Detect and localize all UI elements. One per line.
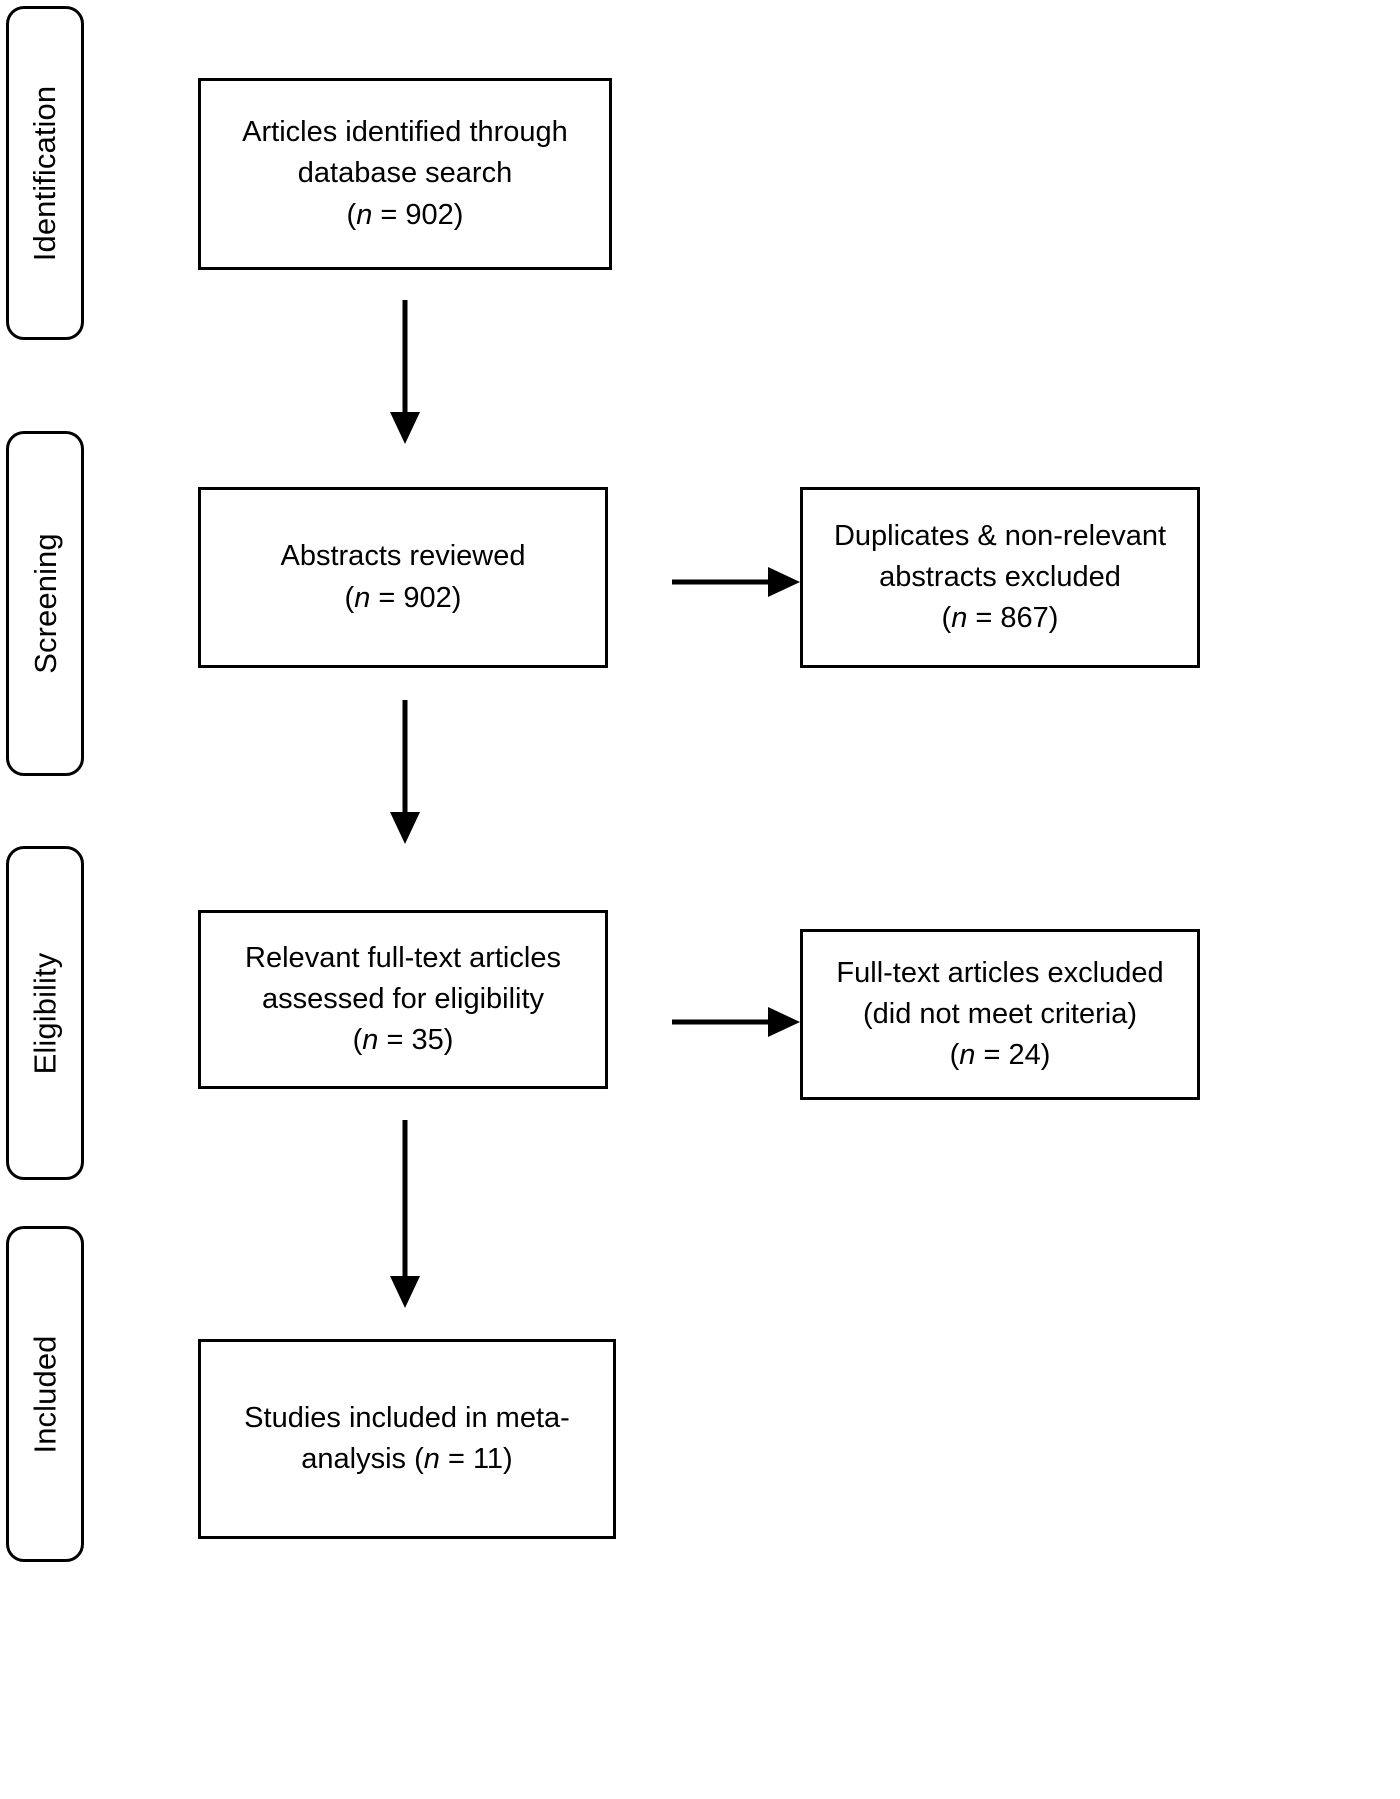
arrow-fulltext-to-included (383, 1120, 427, 1310)
box-excluded-fulltext-line1: Full-text articles excluded (836, 956, 1164, 989)
n-symbol: n (356, 198, 373, 231)
box-excluded-fulltext-line2: (did not meet criteria) (863, 997, 1137, 1030)
box-included-studies: Studies included in meta- analysis (n = … (198, 1339, 616, 1539)
box-articles-identified-line2: database search (297, 157, 513, 190)
stage-label-eligibility: Eligibility (6, 846, 84, 1180)
arrow-abstracts-to-fulltext (383, 700, 427, 846)
n-value: = 902) (370, 581, 462, 614)
paren-open: ( (346, 198, 357, 231)
stage-label-eligibility-text: Eligibility (27, 952, 63, 1074)
n-value: = 902) (372, 198, 464, 231)
stage-label-included-text: Included (27, 1334, 63, 1454)
n-symbol: n (362, 1024, 379, 1057)
box-excluded-fulltext-count: (n = 24) (950, 1035, 1051, 1076)
box-included-studies-line2: analysis (n = 11) (301, 1439, 512, 1480)
paren-open: ( (414, 1443, 424, 1475)
n-value: = 11) (439, 1443, 513, 1475)
box-articles-identified-count: (n = 902) (347, 195, 464, 236)
stage-label-screening: Screening (6, 431, 84, 776)
stage-label-screening-text: Screening (27, 533, 63, 674)
paren-open: ( (352, 1024, 363, 1057)
n-symbol: n (423, 1443, 440, 1475)
paren-open: ( (949, 1039, 960, 1072)
stage-label-identification: Identification (6, 6, 84, 340)
box-excluded-abstracts-count: (n = 867) (942, 598, 1059, 639)
box-fulltext-assessed-count: (n = 35) (353, 1020, 454, 1061)
n-value: = 24) (975, 1039, 1051, 1072)
box-fulltext-assessed-line1: Relevant full-text articles (245, 941, 561, 974)
box-excluded-abstracts-line2: abstracts excluded (879, 560, 1121, 593)
analysis-word: analysis (301, 1443, 415, 1475)
box-fulltext-assessed: Relevant full-text articles assessed for… (198, 910, 608, 1089)
box-excluded-abstracts: Duplicates & non-relevant abstracts excl… (800, 487, 1200, 668)
box-abstracts-reviewed-line1: Abstracts reviewed (280, 540, 526, 573)
n-value: = 867) (967, 602, 1059, 635)
paren-open: ( (344, 581, 355, 614)
box-excluded-abstracts-line1: Duplicates & non-relevant (833, 519, 1167, 552)
box-excluded-fulltext: Full-text articles excluded (did not mee… (800, 929, 1200, 1100)
arrow-identified-to-abstracts (383, 300, 427, 446)
paren-open: ( (941, 602, 952, 635)
box-abstracts-reviewed-count: (n = 902) (345, 578, 462, 619)
n-symbol: n (354, 581, 371, 614)
box-articles-identified: Articles identified through database sea… (198, 78, 612, 270)
arrow-fulltext-to-excluded (672, 1000, 802, 1044)
stage-label-identification-text: Identification (27, 85, 63, 261)
box-fulltext-assessed-line2: assessed for eligibility (261, 982, 545, 1015)
n-value: = 35) (378, 1024, 454, 1057)
stage-label-included: Included (6, 1226, 84, 1562)
n-symbol: n (959, 1039, 976, 1072)
arrow-abstracts-to-excluded (672, 560, 802, 604)
box-articles-identified-line1: Articles identified through (242, 116, 568, 149)
box-included-studies-line1: Studies included in meta- (244, 1401, 570, 1434)
box-abstracts-reviewed: Abstracts reviewed (n = 902) (198, 487, 608, 668)
n-symbol: n (951, 602, 968, 635)
